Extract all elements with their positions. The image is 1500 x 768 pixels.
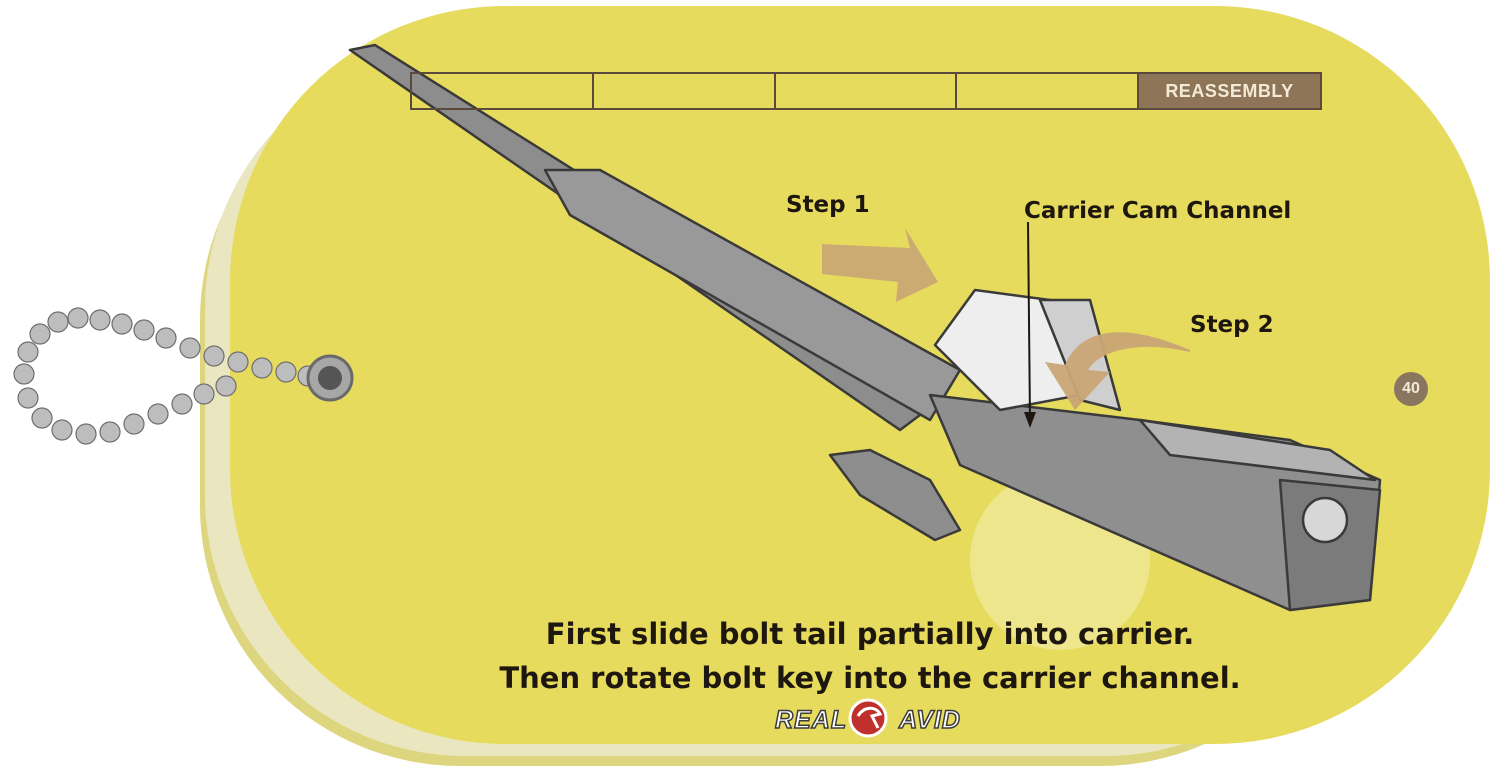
- section-tab-4: [957, 74, 1139, 108]
- section-tabs: REASSEMBLY: [410, 72, 1322, 110]
- cam-channel-pointer: [1027, 221, 1031, 421]
- carrier-cam-channel-label: Carrier Cam Channel: [1024, 198, 1292, 224]
- caption-line-2: Then rotate bolt key into the carrier ch…: [499, 661, 1241, 695]
- bolt-illustration: [348, 43, 1382, 612]
- step2-label: Step 2: [1190, 312, 1274, 338]
- brand-emblem: [848, 698, 888, 738]
- section-tab-2: [594, 74, 776, 108]
- caption-line-1: First slide bolt tail partially into car…: [545, 617, 1195, 651]
- section-tab-reassembly: REASSEMBLY: [1139, 74, 1320, 108]
- step1-label: Step 1: [786, 192, 870, 218]
- brand-word-2: AVID: [898, 705, 961, 735]
- brand-logo: REAL AVID: [708, 700, 1028, 740]
- brand-word-1: REAL: [774, 705, 848, 735]
- section-tab-3: [776, 74, 958, 108]
- page-number-badge: 40: [1394, 372, 1428, 406]
- instruction-caption: First slide bolt tail partially into car…: [480, 612, 1260, 700]
- ball-chain: [13, 307, 337, 445]
- step1-arrow: [822, 228, 938, 302]
- step2-arrow: [1045, 332, 1190, 410]
- section-tab-1: [412, 74, 594, 108]
